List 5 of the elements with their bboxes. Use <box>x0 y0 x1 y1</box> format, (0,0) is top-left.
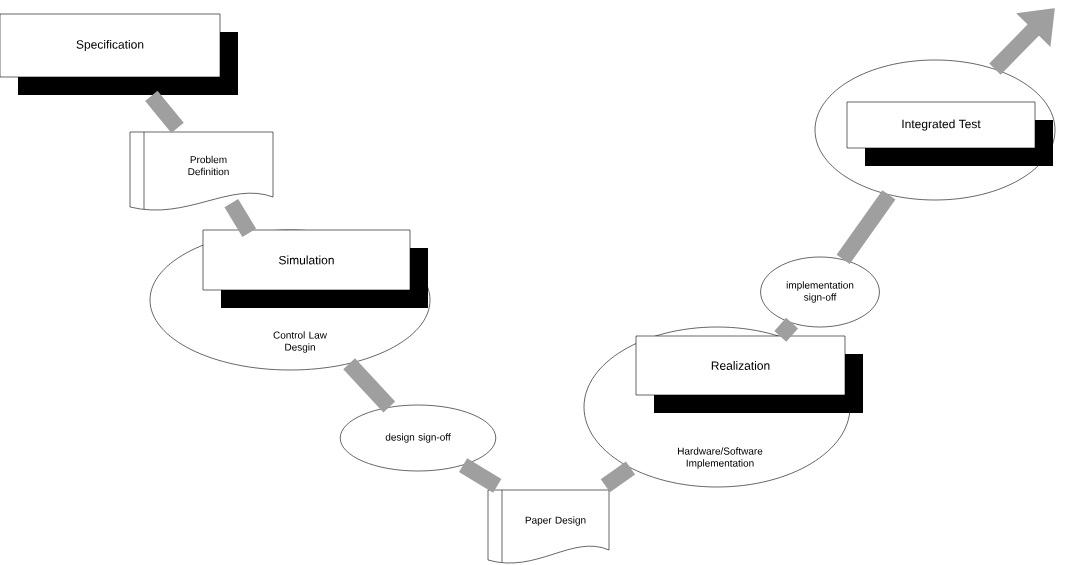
shadowed-box: Integrated Test <box>846 101 1053 166</box>
shadowed-box: Simulation <box>202 229 428 308</box>
band-arrow <box>989 8 1055 75</box>
shadowed-box: Realization <box>635 335 863 413</box>
shadowed-box: Specification <box>0 13 238 95</box>
